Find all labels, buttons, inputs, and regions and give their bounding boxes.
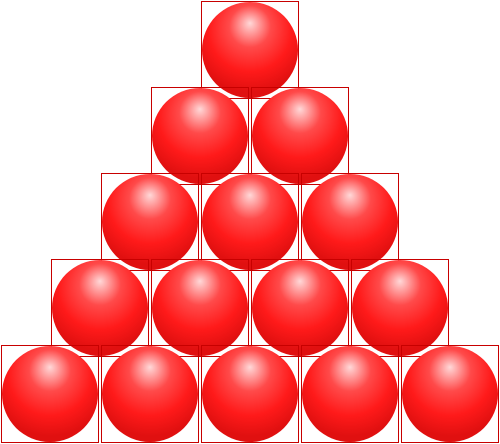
red-ball-icon — [351, 259, 449, 357]
ball-circle — [102, 174, 198, 270]
ball-frame — [201, 1, 299, 99]
ball-frame — [1, 345, 99, 443]
red-ball-icon — [1, 345, 99, 443]
ball-frame — [51, 259, 149, 357]
ball-frame — [151, 87, 249, 185]
ball-frame — [201, 345, 299, 443]
ball-frame — [301, 345, 399, 443]
red-ball-icon — [301, 173, 399, 271]
ball-circle — [302, 346, 398, 442]
ball-circle — [52, 260, 148, 356]
red-ball-icon — [301, 345, 399, 443]
ball-frame — [401, 345, 499, 443]
ball-circle — [102, 346, 198, 442]
ball-circle — [352, 260, 448, 356]
ball-frame — [351, 259, 449, 357]
ball-circle — [152, 88, 248, 184]
red-ball-icon — [251, 87, 349, 185]
red-ball-icon — [151, 87, 249, 185]
ball-circle — [252, 260, 348, 356]
ball-circle — [402, 346, 498, 442]
ball-circle — [252, 88, 348, 184]
ball-frame — [101, 173, 199, 271]
red-ball-icon — [151, 259, 249, 357]
red-ball-icon — [51, 259, 149, 357]
ball-frame — [201, 173, 299, 271]
ball-circle — [2, 346, 98, 442]
red-ball-icon — [201, 345, 299, 443]
ball-frame — [301, 173, 399, 271]
ball-frame — [101, 345, 199, 443]
red-ball-icon — [201, 173, 299, 271]
red-ball-icon — [201, 1, 299, 99]
ball-circle — [202, 2, 298, 98]
red-ball-icon — [101, 173, 199, 271]
ball-frame — [151, 259, 249, 357]
ball-circle — [202, 346, 298, 442]
ball-frame — [251, 87, 349, 185]
ball-circle — [202, 174, 298, 270]
ball-frame — [251, 259, 349, 357]
ball-circle — [302, 174, 398, 270]
red-ball-icon — [101, 345, 199, 443]
red-ball-icon — [251, 259, 349, 357]
red-ball-icon — [401, 345, 499, 443]
ball-circle — [152, 260, 248, 356]
